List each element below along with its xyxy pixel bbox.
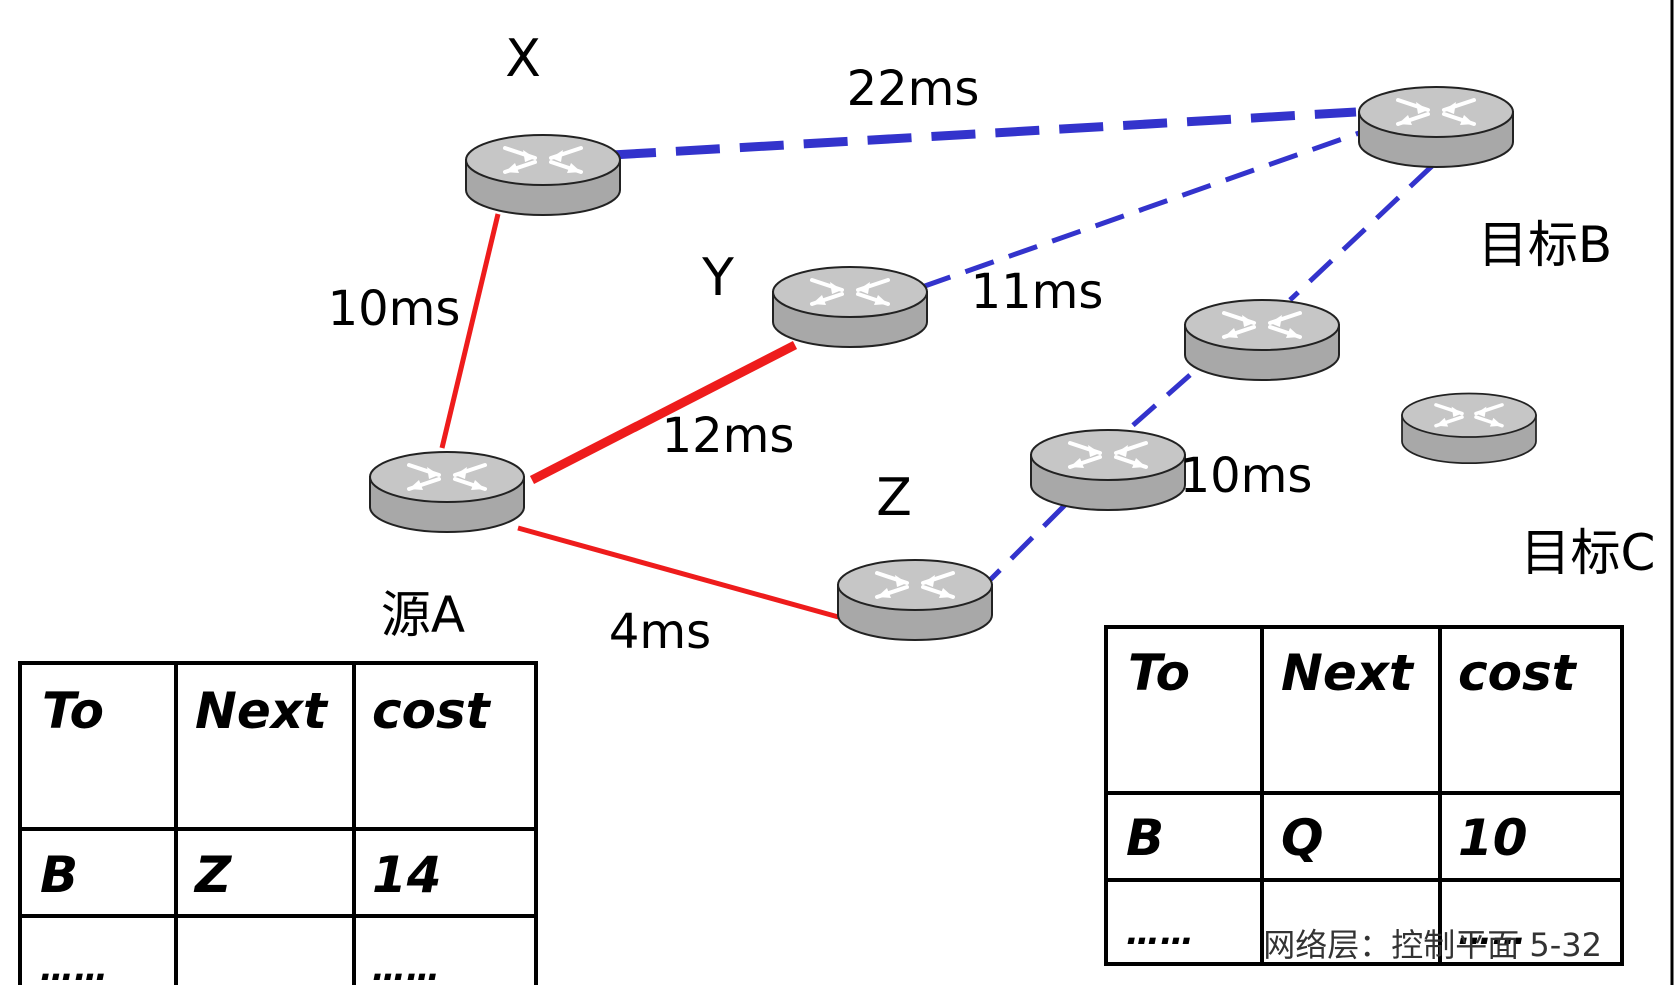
node-label-z: Z <box>876 468 912 528</box>
table-q-header-to: To <box>1128 644 1190 702</box>
link-chain-mid <box>1078 373 1192 474</box>
table-q-header-cost: cost <box>1458 644 1578 702</box>
table-a-cell: …… <box>40 949 108 985</box>
node-label-source-a: 源A <box>381 586 465 644</box>
table-a-cell: 14 <box>372 846 442 904</box>
node-label-y: Y <box>701 248 734 308</box>
table-a-header-to: To <box>42 682 104 740</box>
link-label-y-b: 11ms <box>971 264 1104 320</box>
router-c <box>1400 391 1538 465</box>
link-label-x-b: 22ms <box>847 61 980 117</box>
node-label-dest-c: 目标C <box>1521 524 1656 582</box>
table-a-header-next: Next <box>195 682 329 740</box>
link-a-y <box>529 340 798 485</box>
slide-footer: 网络层：控制平面 5-32 <box>1263 926 1602 964</box>
table-a-cell: Z <box>193 846 233 904</box>
link-y-b <box>921 129 1363 290</box>
routing-table-q <box>1104 625 1624 966</box>
table-a-cell: B <box>40 846 78 904</box>
link-x-b <box>611 107 1357 160</box>
router-x <box>464 133 622 217</box>
table-q-cell: Q <box>1281 809 1324 867</box>
link-label-z-b: 10ms <box>1180 448 1313 504</box>
link-a-x <box>439 213 501 449</box>
table-a-header-cost: cost <box>372 682 492 740</box>
link-label-a-z: 4ms <box>609 604 711 660</box>
table-a-cell: …… <box>372 949 440 985</box>
router-mid-lower <box>1029 428 1187 512</box>
table-q-header-next: Next <box>1281 644 1415 702</box>
router-b <box>1357 85 1515 169</box>
table-q-cell: …… <box>1126 913 1194 953</box>
link-a-z <box>517 525 843 621</box>
table-q-cell: …… <box>1458 913 1526 953</box>
link-chain-z <box>986 503 1067 584</box>
router-z <box>836 558 994 642</box>
node-label-dest-b: 目标B <box>1478 216 1612 274</box>
link-label-a-x: 10ms <box>328 281 461 337</box>
router-mid-upper <box>1183 298 1341 382</box>
link-b-chain <box>1288 164 1434 302</box>
table-q-cell: B <box>1126 809 1164 867</box>
node-label-x: X <box>505 29 541 89</box>
router-y <box>771 265 929 349</box>
routing-table-a <box>18 661 538 985</box>
router-a <box>368 450 526 534</box>
table-q-cell: 10 <box>1458 809 1528 867</box>
link-label-a-y: 12ms <box>662 408 795 464</box>
